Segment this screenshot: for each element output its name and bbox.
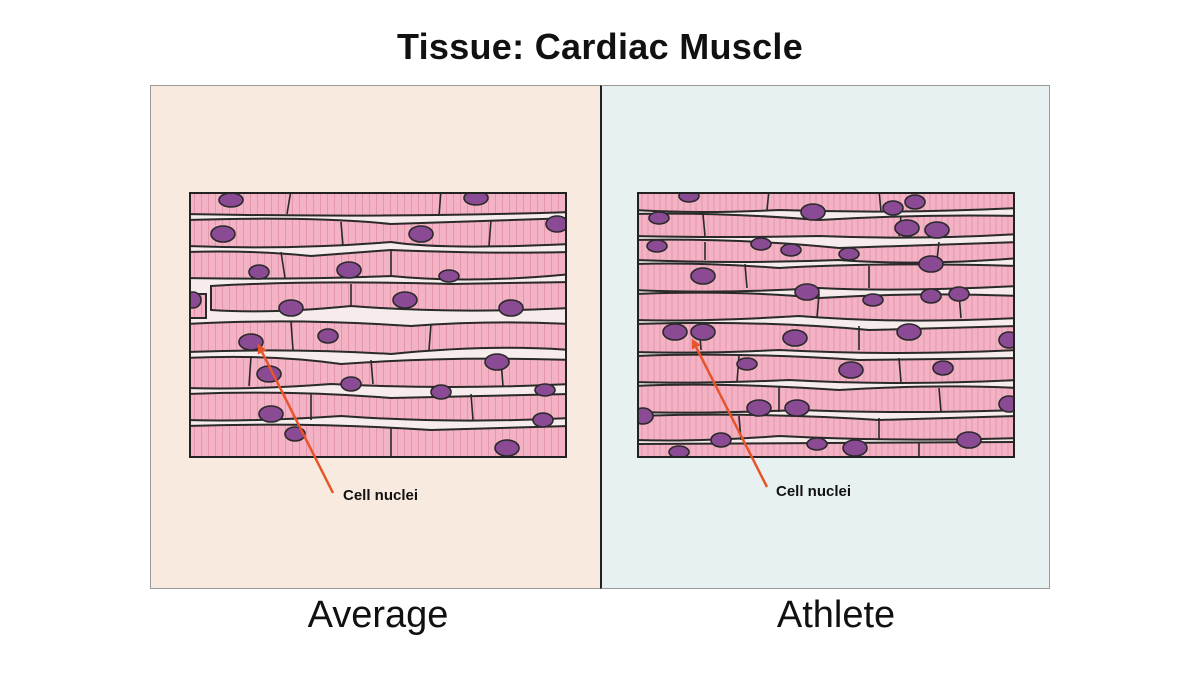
cardiac-tissue-athlete [639,194,1013,456]
panel-label-average: Average [307,594,449,636]
panel-label-athlete: Athlete [776,594,896,636]
diagram-title: Tissue: Cardiac Muscle [396,26,804,67]
nuclei-group [639,194,1013,456]
cell-nuclei-label-average: Cell nuclei [343,487,419,504]
average-panel: Cell nuclei [150,85,600,589]
average-tissue-illustration [189,192,567,458]
athlete-panel: Cell nuclei [600,85,1050,589]
cell-nuclei-label-athlete: Cell nuclei [776,483,852,500]
cardiac-tissue-average [191,194,565,456]
athlete-tissue-illustration [637,192,1015,458]
